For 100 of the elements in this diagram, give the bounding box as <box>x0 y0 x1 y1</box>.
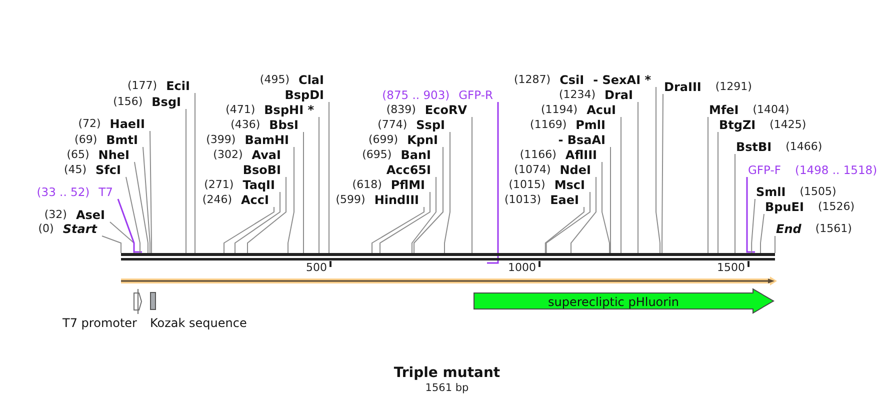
leader-line <box>760 214 764 254</box>
site-position: (1015) <box>508 178 546 192</box>
site-position: (774) <box>378 118 408 132</box>
leader-line <box>303 132 304 254</box>
primer-position: (1498 .. 1518) <box>794 163 878 177</box>
site-position: (1561) <box>815 222 852 236</box>
enzyme-name: BanI <box>400 148 431 162</box>
site-position: (271) <box>204 178 234 192</box>
leader-line <box>380 192 430 254</box>
enzyme-name: BpuEI <box>765 200 804 214</box>
site-position: (65) <box>66 148 90 162</box>
leader-line <box>774 236 776 254</box>
enzyme-name: SfcI <box>96 163 121 177</box>
leader-line <box>224 206 274 254</box>
leader-line <box>126 176 140 254</box>
enzyme-name: AvaI <box>252 148 281 162</box>
start-label: Start <box>62 222 97 236</box>
enzyme-name: AflIII <box>565 148 597 162</box>
enzyme-name: NdeI <box>560 163 591 177</box>
site-position: (599) <box>336 193 366 207</box>
enzyme-name: BspDI <box>284 88 324 102</box>
tick-label: 1500 <box>717 261 745 275</box>
enzyme-name: AseI <box>76 208 105 222</box>
leader-line <box>288 146 294 254</box>
leader-line <box>546 192 590 254</box>
site-position: (1234) <box>558 88 596 102</box>
primer-leader-line <box>117 198 142 253</box>
leader-line <box>656 86 660 254</box>
site-position: (177) <box>128 79 158 93</box>
site-position: (695) <box>362 148 392 162</box>
site-position: (1013) <box>504 193 542 207</box>
leader-line <box>372 206 424 254</box>
site-position: (1291) <box>715 80 752 94</box>
enzyme-name: BstBI <box>736 140 772 154</box>
leader-line <box>247 176 286 254</box>
enzyme-name: PflMI <box>390 178 425 192</box>
leader-line <box>734 154 736 254</box>
leader-line <box>134 162 148 254</box>
site-position: (1169) <box>530 118 567 132</box>
enzyme-name: SmlI <box>756 185 786 199</box>
site-position: (156) <box>113 95 143 109</box>
enzyme-name: BamHI <box>244 133 289 147</box>
enzyme-name: HindIII <box>374 193 419 207</box>
site-position: (1505) <box>800 185 836 199</box>
enzyme-name: BsgI <box>152 95 181 109</box>
enzyme-name: BspHI * <box>264 103 314 117</box>
map-title: Triple mutant <box>394 366 500 380</box>
site-position: (1526) <box>818 200 855 214</box>
site-position: (1425) <box>770 118 806 132</box>
site-position: (0) <box>38 222 54 236</box>
enzyme-name: EciI <box>166 79 190 93</box>
tick-label: 500 <box>306 261 327 275</box>
feature-label: superecliptic pHluorin <box>548 294 680 308</box>
enzyme-name: EcoRV <box>424 103 467 117</box>
site-position: (246) <box>202 193 232 207</box>
enzyme-name: BbsI <box>269 118 298 132</box>
primer-leader-line <box>746 177 755 253</box>
enzyme-name: BsoBI <box>242 163 281 177</box>
leader-line <box>150 130 152 254</box>
leader-line <box>328 102 330 254</box>
enzyme-name: HaeII <box>110 117 145 131</box>
site-position: (45) <box>64 163 87 177</box>
enzyme-name: - BsaAI <box>558 133 606 147</box>
leader-line <box>544 206 584 254</box>
leader-line <box>194 92 196 254</box>
enzyme-name: NheI <box>98 148 130 162</box>
site-position: (69) <box>74 133 98 147</box>
leader-line <box>234 192 280 254</box>
primer-name: T7 <box>98 185 113 199</box>
feature-label: T7 promoter <box>62 316 137 330</box>
sequence-length: 1561 bp <box>425 381 469 395</box>
site-position: (399) <box>206 133 236 147</box>
leader-line <box>610 146 611 254</box>
enzyme-name: BtgZI <box>719 118 756 132</box>
site-position: (495) <box>260 73 290 87</box>
primer-position: (875 .. 903) <box>382 88 450 102</box>
leader-line <box>662 94 664 254</box>
leader-line <box>102 236 122 254</box>
enzyme-name: Acc65I <box>386 163 431 177</box>
enzyme-name: SspI <box>416 118 445 132</box>
feature-label: Kozak sequence <box>150 316 247 330</box>
primer-leader-line <box>487 102 499 264</box>
site-position: (699) <box>368 133 398 147</box>
leader-line <box>414 146 444 254</box>
site-position: (839) <box>386 103 416 117</box>
leader-line <box>751 198 756 254</box>
end-label: End <box>776 222 802 236</box>
site-position: (1404) <box>752 103 790 117</box>
site-position: (1466) <box>786 140 822 154</box>
site-position: (302) <box>213 148 243 162</box>
primer-name: GFP-F <box>748 163 781 177</box>
enzyme-name: - SexAI * <box>593 73 651 87</box>
leader-line <box>620 116 622 254</box>
enzyme-name: DraIII <box>664 80 702 94</box>
site-position: (1074) <box>514 163 551 177</box>
enzyme-name: MfeI <box>709 103 739 117</box>
leader-line <box>570 176 596 254</box>
site-position: (618) <box>352 178 382 192</box>
leader-line <box>412 176 436 254</box>
enzyme-name: ClaI <box>298 73 324 87</box>
